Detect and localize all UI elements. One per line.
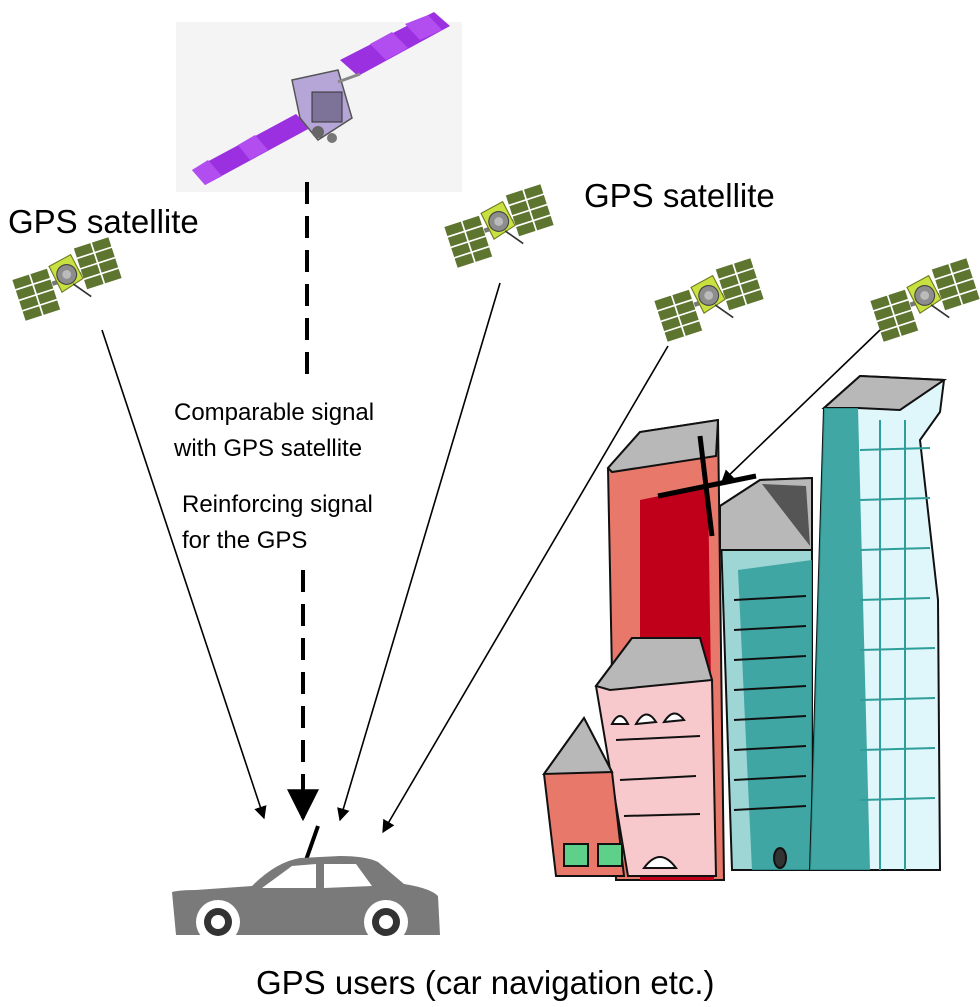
signal-line-right — [382, 345, 669, 834]
gps-satellite-label-right: GPS satellite — [584, 177, 775, 214]
comparable-signal-label-line2: with GPS satellite — [174, 435, 363, 462]
gps-users-label: GPS users (car navigation etc.) — [256, 964, 715, 1001]
reinforcing-signal-label-line1: Reinforcing signal — [182, 491, 373, 518]
signal-line-building — [721, 329, 881, 483]
reinforcing-signal-label-line2: for the GPS — [182, 527, 308, 554]
gps-satellite-icon-middle — [444, 182, 554, 270]
city-buildings-icon — [542, 374, 948, 881]
gps-satellite-icon-left — [12, 235, 122, 323]
gps-satellite-icon-right-2 — [870, 256, 980, 344]
car-icon — [172, 825, 440, 944]
signal-line-left — [101, 329, 267, 820]
quasi-zenith-satellite-icon — [176, 12, 462, 192]
signal-line-middle — [337, 282, 501, 822]
comparable-signal-label-line1: Comparable signal — [174, 399, 375, 426]
gps-satellite-icon-right-1 — [654, 256, 764, 344]
gps-satellite-label-left: GPS satellite — [8, 203, 199, 240]
